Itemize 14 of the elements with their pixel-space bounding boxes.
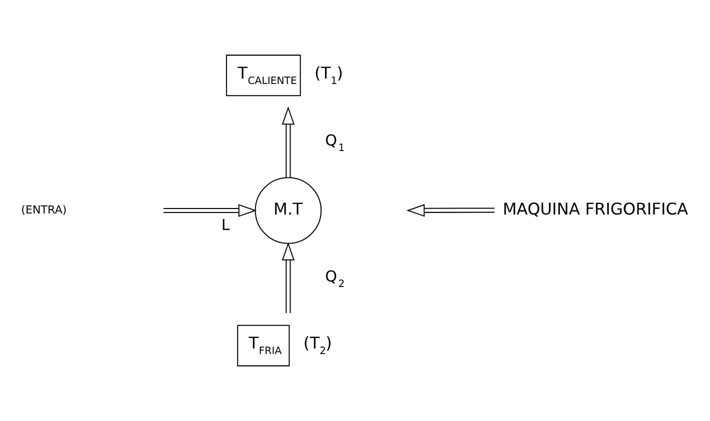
node-label: (T$_{1}$) xyxy=(314,63,344,87)
edge-label: L xyxy=(221,216,230,234)
label: (ENTRA) xyxy=(21,203,67,216)
node-circle: M.T xyxy=(254,177,322,244)
node-label: (T$_{2}$) xyxy=(303,333,332,357)
arrow xyxy=(164,204,257,217)
arrow xyxy=(406,204,495,217)
edge-label: Q$_{1}$ xyxy=(325,132,345,154)
node-text: MAQUINA FRIGORIFICA xyxy=(502,199,688,218)
arrow xyxy=(282,242,295,314)
node-box: T$_{CALIENTE}$ xyxy=(226,54,301,96)
edge-label: Q$_{2}$ xyxy=(325,267,345,290)
node-box: T$_{FRIA}$ xyxy=(237,324,290,366)
arrow xyxy=(282,106,295,178)
